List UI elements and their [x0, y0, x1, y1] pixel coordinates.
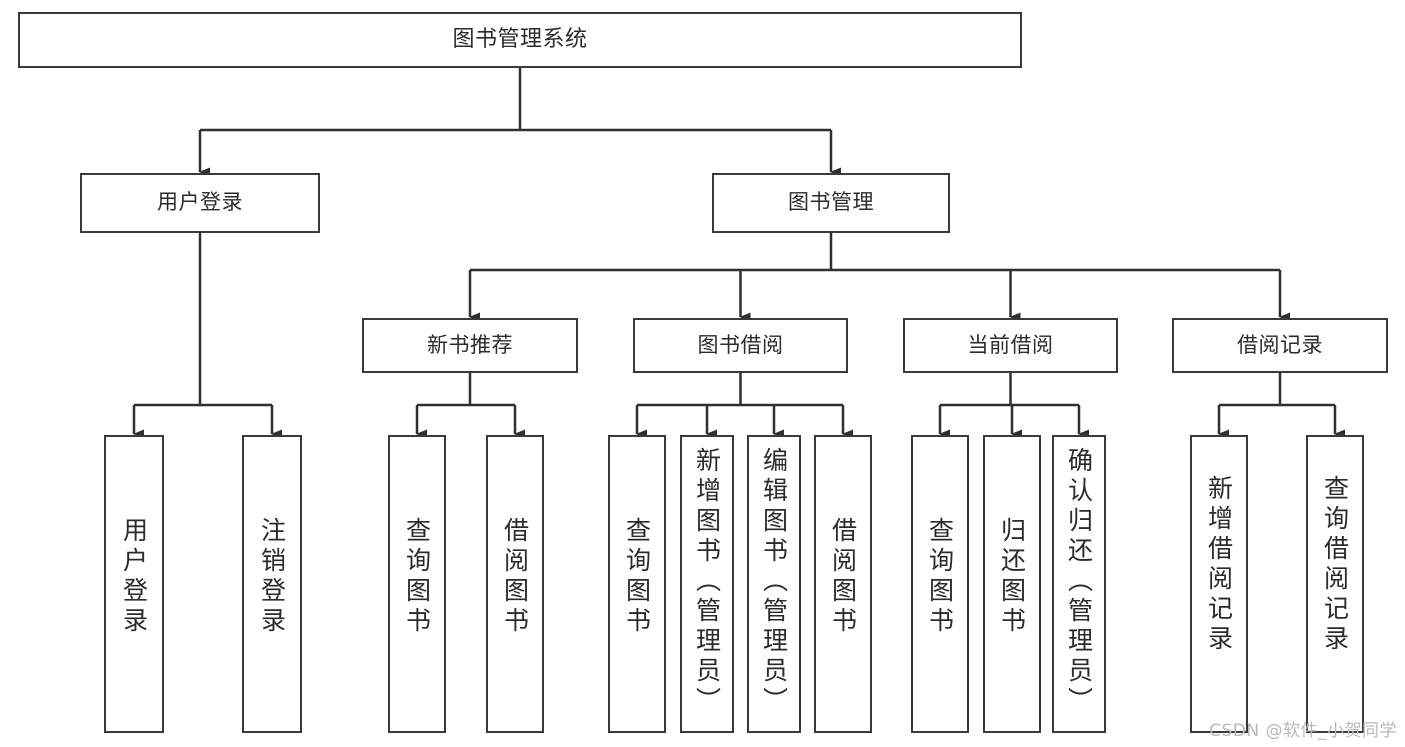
node-label: 查询图书	[925, 517, 955, 637]
node-leaf-return-book[interactable]: 归还图书	[983, 435, 1041, 733]
node-user-login[interactable]: 用户登录	[80, 173, 320, 233]
node-leaf-logout[interactable]: 注销登录	[242, 435, 302, 733]
node-leaf-query-book-3[interactable]: 查询图书	[911, 435, 969, 733]
node-leaf-query-record[interactable]: 查询借阅记录	[1306, 435, 1364, 733]
node-label: 图书借阅	[697, 332, 784, 357]
node-leaf-confirm-return[interactable]: 确认归还（管理员）	[1052, 435, 1106, 733]
node-label: 确认归还（管理员）	[1064, 447, 1094, 717]
node-label: 用户登录	[119, 517, 149, 637]
node-label: 新书推荐	[427, 332, 513, 357]
edge-group	[132, 68, 1345, 439]
node-label: 注销登录	[257, 517, 287, 637]
node-label: 新增借阅记录	[1204, 475, 1234, 655]
watermark-text: CSDN @软件_小贺同学	[1209, 721, 1397, 741]
node-leaf-query-book-2[interactable]: 查询图书	[608, 435, 666, 733]
node-label: 借阅图书	[828, 517, 858, 637]
node-leaf-add-book[interactable]: 新增图书（管理员）	[680, 435, 734, 733]
node-label: 图书管理	[788, 190, 874, 215]
node-leaf-borrow-book-2[interactable]: 借阅图书	[814, 435, 872, 733]
node-leaf-borrow-book-1[interactable]: 借阅图书	[486, 435, 544, 733]
node-label: 查询图书	[402, 517, 432, 637]
node-current-borrow[interactable]: 当前借阅	[903, 318, 1118, 373]
node-label: 图书管理系统	[452, 26, 588, 52]
node-book-manage[interactable]: 图书管理	[712, 173, 950, 233]
node-root[interactable]: 图书管理系统	[18, 12, 1022, 68]
node-label: 查询图书	[622, 517, 652, 637]
node-label: 借阅图书	[500, 517, 530, 637]
node-borrow-record[interactable]: 借阅记录	[1172, 318, 1388, 373]
node-leaf-add-record[interactable]: 新增借阅记录	[1190, 435, 1248, 733]
node-label: 编辑图书（管理员）	[759, 447, 789, 717]
node-label: 借阅记录	[1237, 332, 1323, 357]
node-leaf-edit-book[interactable]: 编辑图书（管理员）	[747, 435, 801, 733]
node-new-book-rec[interactable]: 新书推荐	[362, 318, 578, 373]
node-label: 查询借阅记录	[1320, 475, 1350, 655]
node-leaf-user-login[interactable]: 用户登录	[104, 435, 164, 733]
node-label: 新增图书（管理员）	[692, 447, 722, 717]
node-label: 当前借阅	[967, 332, 1054, 357]
node-leaf-query-book-1[interactable]: 查询图书	[388, 435, 446, 733]
node-label: 用户登录	[157, 190, 243, 215]
node-label: 归还图书	[997, 517, 1027, 637]
node-book-borrow[interactable]: 图书借阅	[633, 318, 848, 373]
